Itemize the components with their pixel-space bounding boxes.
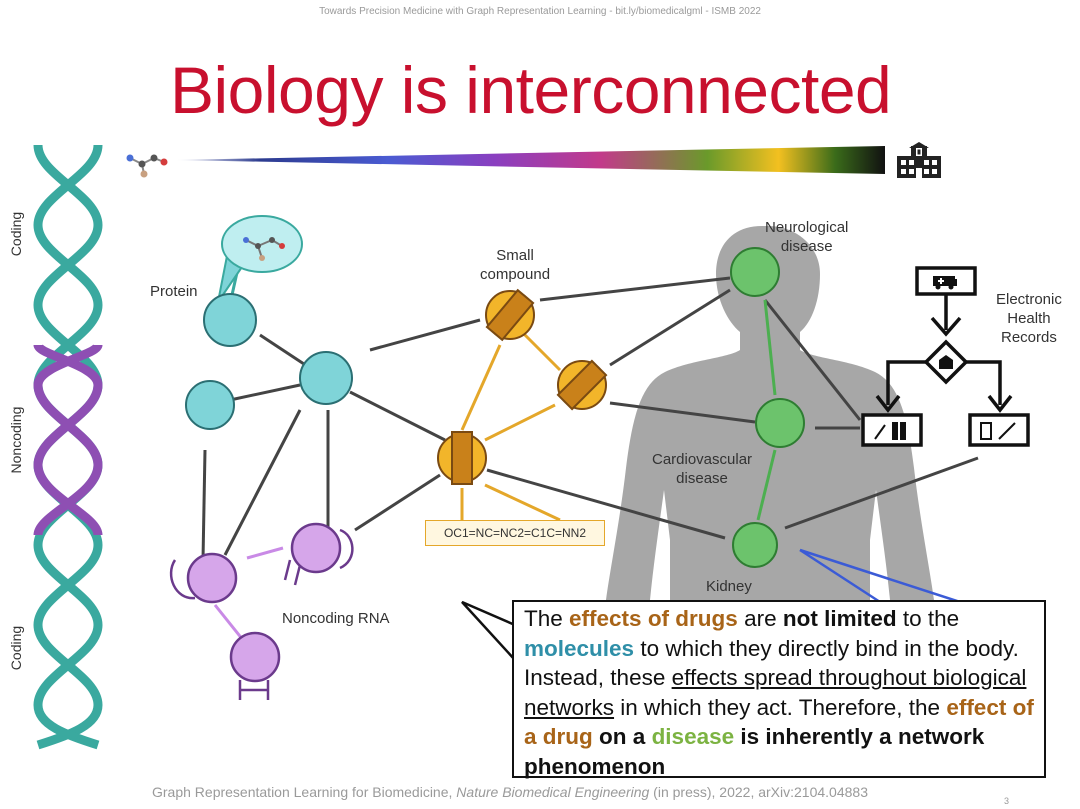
page-number: 3 [1004, 796, 1010, 806]
label-noncoding-rna: Noncoding RNA [282, 610, 390, 627]
citation-details: (in press), 2022, arXiv:2104.04883 [649, 784, 868, 800]
label-neurological-disease: Neurological disease [765, 219, 849, 255]
smiles-box: OC1=NC=NC2=C1C=NN2 [425, 520, 605, 546]
molecule-zoom-icon [243, 237, 285, 261]
callout-on-a: on a [599, 724, 646, 749]
molecule-icon [126, 154, 168, 178]
callout-pointer-left [461, 600, 516, 661]
callout-effect-of-a-drug: effect of a drug [524, 694, 1034, 750]
disease-node [730, 247, 805, 568]
label-kidney: Kidney [706, 578, 752, 595]
slide-header: Towards Precision Medicine with Graph Re… [319, 6, 761, 17]
compound-edges [460, 328, 562, 522]
rna-node [186, 522, 342, 683]
hospital-icon [897, 142, 941, 178]
callout-network-phenomenon: is inherently a network phenomenon [524, 724, 985, 779]
disease-edges [756, 299, 777, 521]
citation-footer: Graph Representation Learning for Biomed… [152, 784, 868, 800]
protein-node [185, 293, 353, 430]
callout-text: are [737, 606, 783, 631]
callout-not-limited: not limited [782, 606, 897, 631]
citation-title: Graph Representation Learning for Biomed… [152, 784, 457, 800]
label-protein: Protein [150, 283, 198, 300]
citation-journal: Nature Biomedical Engineering [456, 784, 650, 800]
label-cardiovascular-disease: Cardiovascular disease [652, 451, 753, 487]
callout-effects-of-drugs: effects of drugs [569, 606, 738, 631]
callout-disease: disease [651, 724, 735, 749]
callout-text: to the [896, 606, 960, 631]
compound-node [437, 288, 608, 485]
dna-helix [33, 144, 103, 750]
rna-edges [213, 546, 284, 641]
medicine-icon [980, 422, 1016, 440]
hospital-small-icon [939, 355, 953, 369]
network-edges [201, 276, 979, 561]
label-small-compound: Small compound [480, 247, 551, 283]
slide-title: Biology is interconnected [170, 53, 892, 127]
callout-text: in which they act. Therefore, the [614, 694, 947, 720]
callout-effects-spread: effects spread throughout biological net… [524, 665, 1027, 720]
dna-label-noncoding: Noncoding [8, 406, 24, 474]
callout-text: The [524, 606, 570, 631]
dna-label-coding-bottom: Coding [8, 625, 24, 671]
callout-box: The effects of drugs are not limited to … [512, 600, 1046, 779]
rna-ladders [169, 528, 354, 700]
dna-label-coding-top: Coding [8, 211, 24, 257]
label-ehr: Electronic Health Records [996, 291, 1062, 346]
diagnosis-icon [874, 422, 906, 440]
callout-molecules: molecules [524, 635, 635, 661]
spectrum-bar [175, 146, 885, 174]
ambulance-icon [933, 276, 957, 290]
callout-text: to which they directly bind in the body.… [524, 635, 1019, 691]
